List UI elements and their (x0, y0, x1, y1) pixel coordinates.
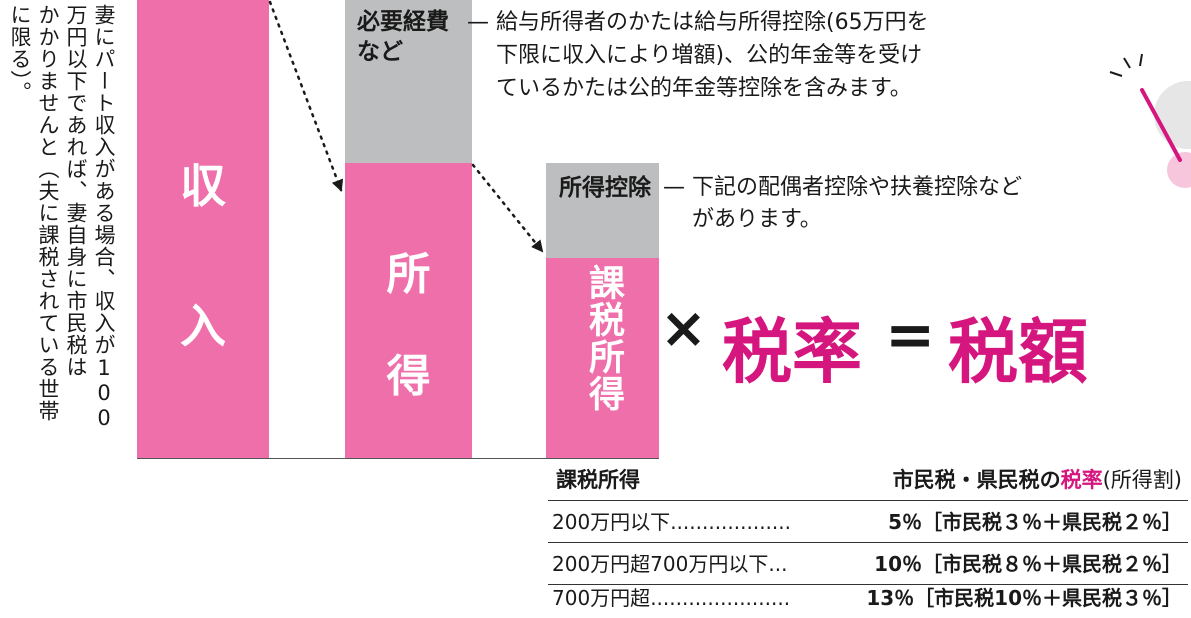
arrow-earned-to-taxable (471, 163, 544, 253)
formula-rate: 税率 (722, 311, 862, 393)
rate-row-bracket: 200万円以下................... (552, 510, 791, 534)
rate-row-bracket: 700万円超...................... (552, 586, 791, 610)
deductions-label: 所得控除 (559, 175, 651, 201)
taxable-income-label: 課税所得 (583, 264, 624, 412)
rate-table-divider (548, 584, 1188, 585)
expenses-desc-line1: 給与所得者のかたは給与所得控除(65万円を (496, 10, 929, 35)
rate-table-row: 200万円超700万円以下... 10％［市民税８％＋県民税２％］ (548, 546, 1188, 582)
deductions-dash: — (663, 175, 685, 200)
formula-amount: 税額 (948, 311, 1088, 393)
rate-table-row: 200万円以下................... 5％［市民税３％＋県民税２… (548, 504, 1188, 540)
rate-table-row: 700万円超...................... 13％［市民税10％＋… (548, 580, 1188, 616)
expenses-desc-line2: 下限に収入により増額)、公的年金等を受け (496, 43, 923, 68)
earned-income-label-2: 得 (386, 351, 431, 402)
deductions-desc-line1: 下記の配偶者控除や扶養控除など (692, 175, 1023, 200)
rate-row-bracket: 200万円超700万円以下... (552, 552, 788, 576)
expenses-label-line1: 必要経費 (357, 9, 449, 35)
income-bar (137, 0, 269, 458)
earned-income-bar (345, 163, 472, 458)
deductions-desc-line2: があります。 (692, 207, 822, 232)
side-note-col3: かかりませんと（夫に課税されている世帯 (36, 4, 60, 422)
rate-table-divider (548, 542, 1188, 543)
side-note-col4: に限る）。 (8, 4, 32, 104)
expenses-dash: — (467, 10, 489, 35)
expenses-label-line2: など (357, 39, 403, 65)
rate-table-header: 課税所得 市民税・県民税の税率(所得割) (548, 462, 1188, 498)
rate-row-value: 5％［市民税３％＋県民税２％］ (888, 510, 1182, 534)
rate-table-divider (548, 500, 1188, 501)
rate-table-header-left: 課税所得 (556, 468, 640, 492)
side-note-col1: 妻にパート収入がある場合、収入が100 (92, 4, 116, 431)
income-label-1: 収 (180, 159, 226, 213)
expenses-bar (345, 0, 472, 163)
taxable-income-bar (546, 258, 659, 458)
formula-equals: = (885, 300, 936, 370)
arrow-income-to-earned (268, 0, 344, 192)
baseline (137, 458, 659, 459)
formula-times: × (660, 296, 707, 361)
side-note-col2: 万円以下であれば、妻自身に市民税は (64, 4, 88, 378)
expenses-desc-line3: ているかたは公的年金等控除を含みます。 (496, 76, 912, 101)
rate-row-value: 10％［市民税８％＋県民税２％］ (874, 552, 1182, 576)
rate-highlight: 税率 (1060, 468, 1103, 492)
income-label-2: 入 (180, 299, 226, 353)
magic-wand-icon (1109, 53, 1191, 188)
rate-table-header-right: 市民税・県民税の税率(所得割) (892, 468, 1182, 492)
deductions-bar (546, 163, 659, 258)
earned-income-label-1: 所 (386, 249, 431, 300)
rate-row-value: 13％［市民税10％＋県民税３％］ (866, 586, 1182, 610)
